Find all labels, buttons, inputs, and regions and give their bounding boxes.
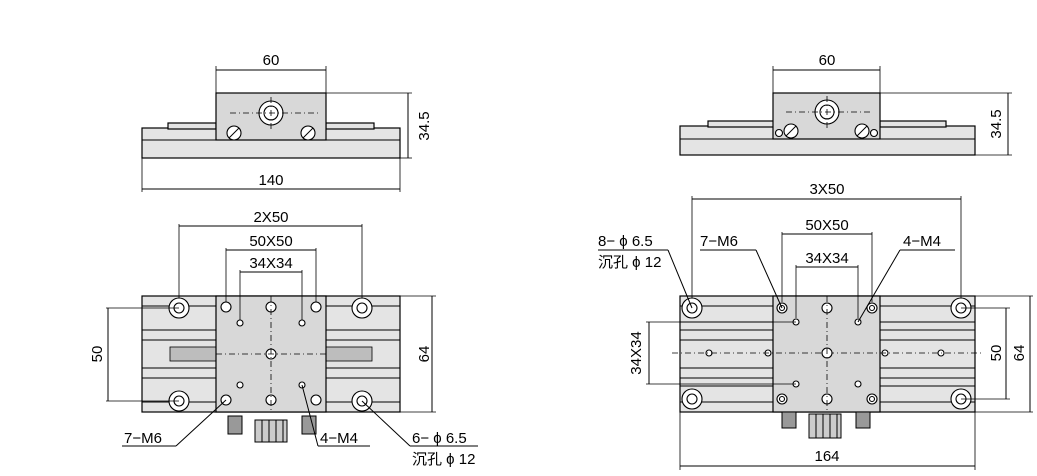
right-side-view: 60 34.5 [679, 52, 1012, 156]
right-top-knob [808, 413, 842, 439]
right-top-dim-34x34: 34X34 [805, 250, 848, 267]
left-callout-holes: 6− ϕ 6.5 [412, 430, 467, 447]
left-side-view: 60 34.5 140 [141, 52, 433, 192]
left-side-dim-top-width: 60 [263, 52, 280, 69]
right-side-base [679, 125, 976, 156]
left-top-knob [254, 419, 288, 443]
right-top-dim-64: 64 [1011, 345, 1028, 362]
left-side-dim-base-width: 140 [258, 172, 283, 189]
right-top-dim-164: 164 [814, 448, 839, 465]
left-side-dim-height: 34.5 [416, 111, 433, 140]
left-top-dim-50: 50 [89, 346, 106, 363]
left-top-dim-34x34: 34X34 [249, 255, 292, 272]
right-side-dim-height: 34.5 [988, 109, 1005, 138]
left-callout-m6: 7−M6 [124, 430, 162, 447]
right-top-dim-34x34-vertical: 34X34 [628, 331, 645, 374]
right-callout-m6: 7−M6 [700, 233, 738, 250]
left-top-view: 2X50 50X50 34X34 50 64 7−M6 4−M4 6− ϕ 6.… [89, 209, 478, 468]
left-top-dim-50x50: 50X50 [249, 233, 292, 250]
right-side-dim-top-width: 60 [819, 52, 836, 69]
right-top-dim-3x50: 3X50 [809, 181, 844, 198]
left-top-dim-64: 64 [416, 346, 433, 363]
left-top-dim-2x50: 2X50 [253, 209, 288, 226]
left-callout-m4: 4−M4 [320, 430, 358, 447]
left-callout-counterbore: 沉孔 ϕ 12 [412, 451, 475, 468]
right-callout-counterbore: 沉孔 ϕ 12 [598, 254, 661, 271]
right-callout-m4: 4−M4 [903, 233, 941, 250]
right-top-dim-50x50: 50X50 [805, 217, 848, 234]
right-top-dim-50: 50 [988, 345, 1005, 362]
right-callout-holes: 8− ϕ 6.5 [598, 233, 653, 250]
right-top-view: 3X50 50X50 34X34 34X34 50 64 164 8− [598, 181, 1033, 470]
